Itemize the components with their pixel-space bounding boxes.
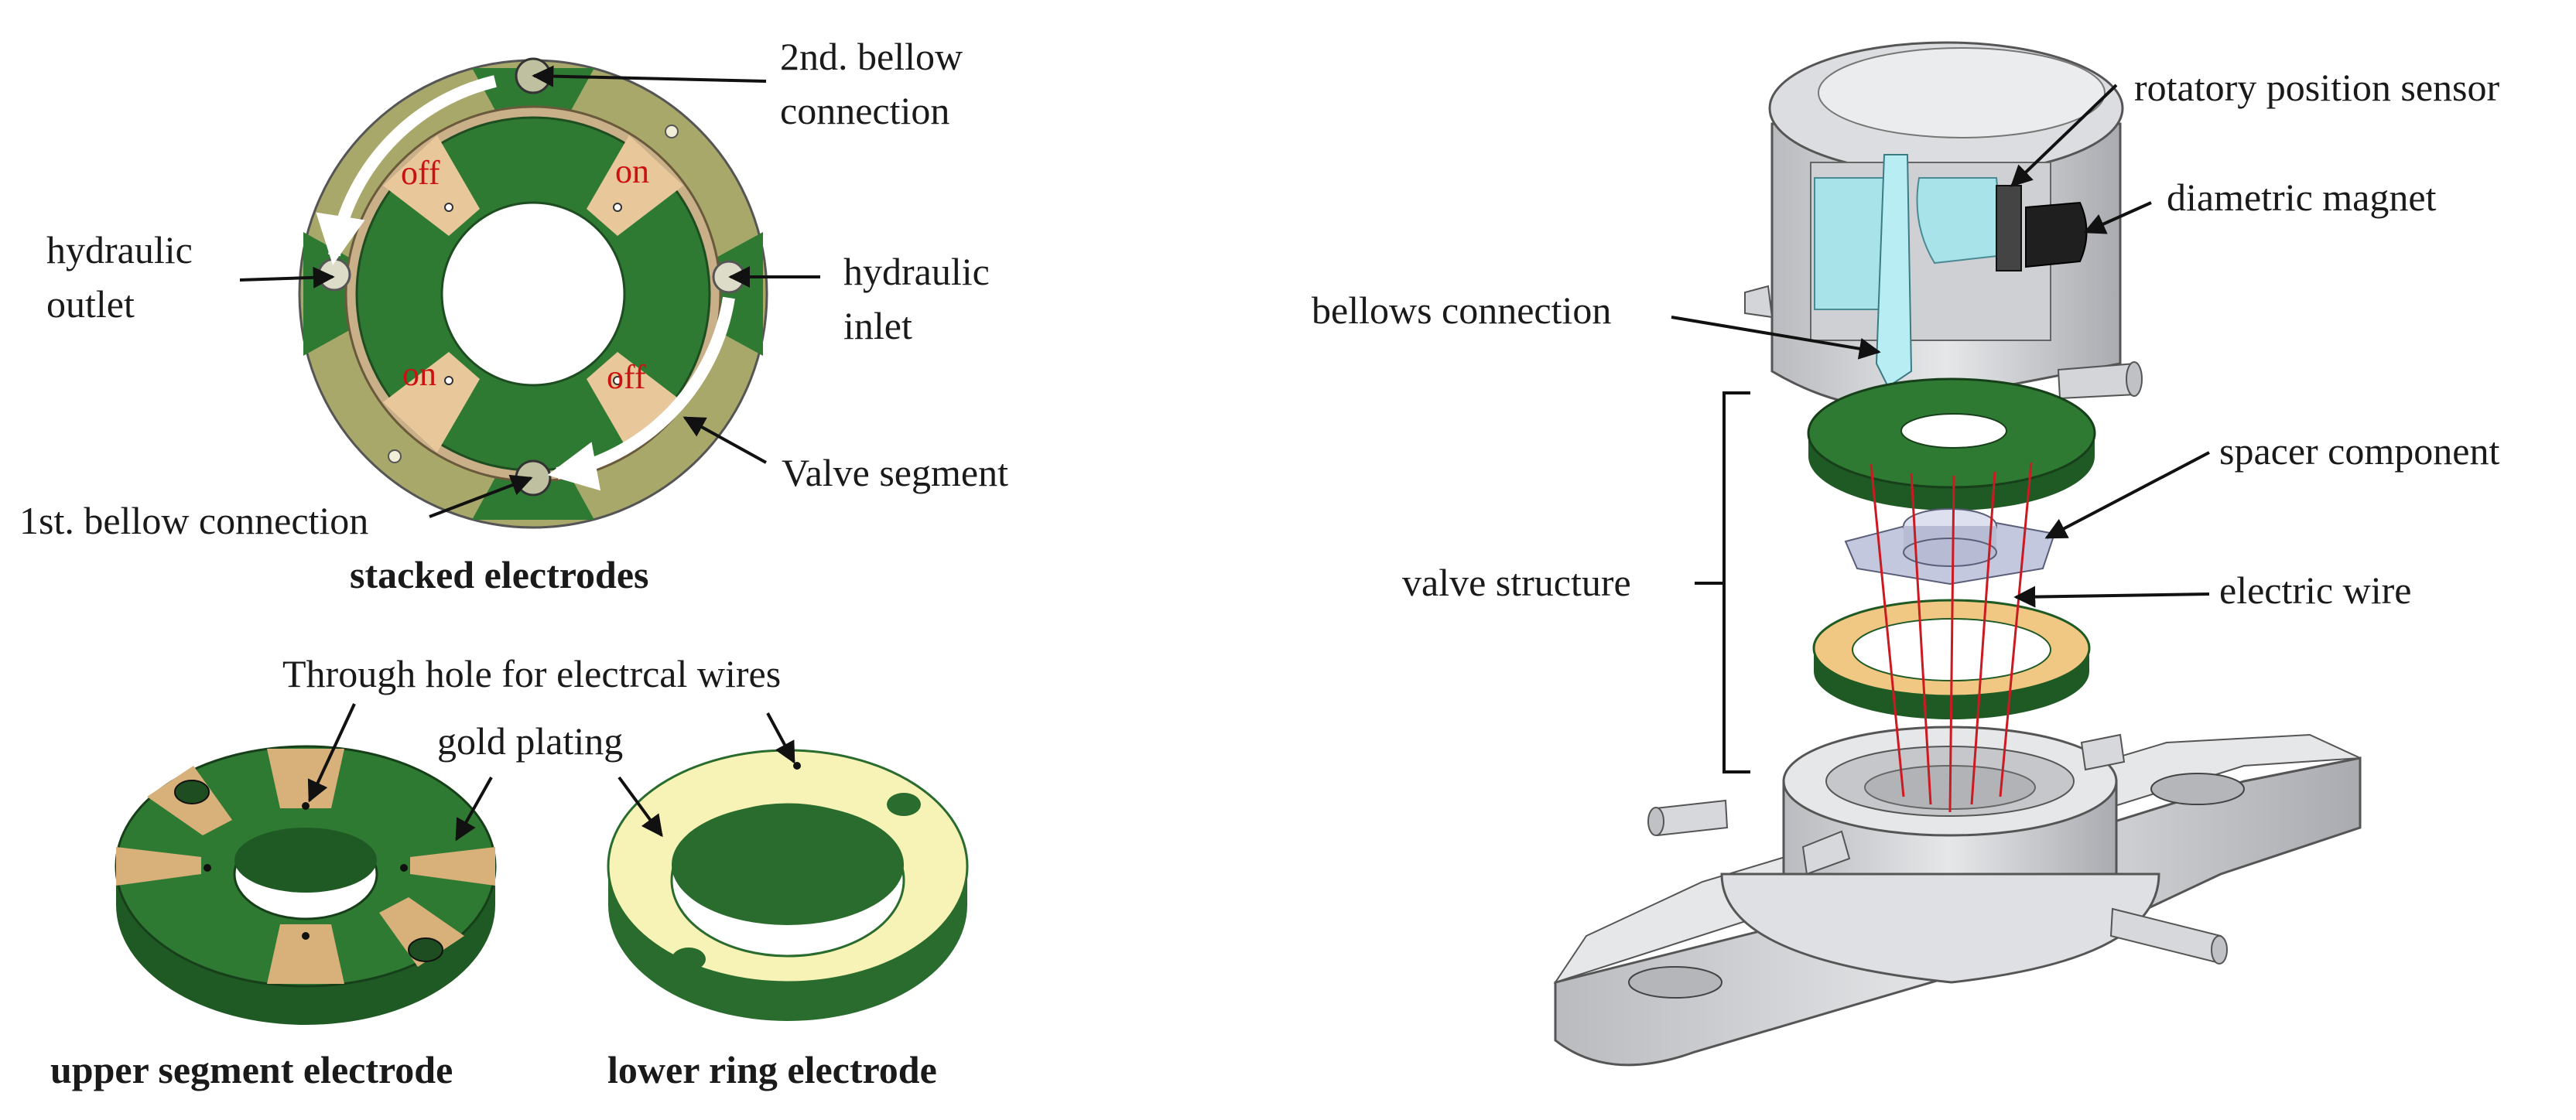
leader-spacer [2044, 451, 2210, 539]
leader-gold-1 [455, 777, 493, 842]
pcb-disc-hole [1900, 413, 2007, 449]
top-housing-cap-top [1818, 47, 2106, 138]
leader-2nd-bellow [532, 65, 767, 87]
left-pipe [1744, 285, 1774, 319]
wire-hole [613, 376, 622, 385]
label-spacer: spacer component [2219, 429, 2499, 473]
leader-bellows [1671, 316, 1881, 360]
center-hole [440, 201, 626, 387]
gold-segment-tl [383, 135, 480, 236]
upper-gold-tab [410, 847, 495, 886]
wire-hole [400, 864, 408, 872]
wire-hole [613, 203, 622, 212]
electric-wire [1999, 462, 2033, 797]
label-outlet-line2: outlet [46, 282, 135, 326]
gold-segment-tr [587, 135, 683, 236]
wire-hole [302, 802, 310, 810]
base-pipe-right-end [2211, 935, 2228, 965]
stacked-electrodes-figure: off on on off 2nd. bellow connection hyd… [19, 35, 1008, 596]
base-mount-hole-left [1628, 966, 1722, 999]
wire-hole [302, 932, 310, 940]
label-1st-bellow: 1st. bellow connection [19, 499, 368, 542]
label-magnet: diametric magnet [2167, 176, 2437, 219]
segment-label-off-top: off [401, 154, 440, 192]
lower-ring-electrode [607, 749, 969, 1021]
fluid-chamber-right [1916, 177, 2006, 265]
leader-gold-2 [617, 776, 663, 838]
label-2nd-bellow-line2: connection [780, 89, 949, 132]
gold-segment-br [587, 352, 683, 452]
stacked-electrodes-title: stacked electrodes [350, 553, 648, 596]
base-pipe-back [2080, 733, 2126, 771]
right-pipe [2057, 362, 2136, 400]
upper-electrode-hole-wall [234, 828, 377, 893]
mount-hole [672, 948, 706, 971]
label-inlet-line1: hydraulic [843, 250, 990, 293]
label-through-hole: Through hole for electrcal wires [282, 652, 781, 695]
leader-through-hole-2 [766, 712, 795, 764]
spacer-boss-bottom [1903, 538, 1997, 567]
label-wire: electric wire [2219, 569, 2411, 612]
upper-gold-tab [267, 749, 344, 808]
bottom-port-hole [515, 459, 552, 497]
flow-arrow-left [316, 75, 497, 265]
electric-wire [1948, 475, 1955, 813]
upper-gold-tab [116, 847, 201, 886]
segment-label-off-bottom: off [607, 358, 646, 396]
electric-wire [1910, 473, 1932, 805]
electric-wire [1870, 463, 1905, 797]
wire-hole [204, 864, 211, 872]
leader-outlet [239, 266, 335, 289]
label-bellows: bellows connection [1312, 289, 1611, 332]
segment-label-on-top: on [615, 152, 649, 190]
leader-1st-bellow [429, 474, 533, 518]
base-pipe-right [2109, 907, 2222, 965]
diametric-magnet [2025, 201, 2088, 268]
leader-magnet [2083, 201, 2152, 234]
label-gold-plating: gold plating [437, 719, 623, 763]
lower-electrode-title: lower ring electrode [607, 1048, 937, 1091]
electrode-annotations: Through hole for electrcal wires gold pl… [50, 652, 937, 1091]
label-inlet-line2: inlet [843, 304, 912, 347]
mount-hole [408, 937, 443, 962]
exploded-assembly: rotatory position sensor diametric magne… [1312, 41, 2500, 1067]
upper-gold-tab [267, 924, 344, 984]
wire-hole [444, 203, 453, 212]
wire-hole [444, 376, 453, 385]
flow-arrow-right [547, 296, 735, 491]
label-outlet-line1: hydraulic [46, 228, 193, 271]
base-pipe-left [1654, 799, 1729, 837]
upper-segment-electrode [115, 745, 497, 1025]
label-sensor: rotatory position sensor [2134, 66, 2500, 109]
label-valve-segment: Valve segment [782, 451, 1008, 494]
bellows-connector [1875, 154, 1913, 388]
mount-hole [887, 793, 921, 816]
gold-segment-bl [383, 352, 480, 452]
segment-label-on-bottom: on [402, 355, 436, 393]
valve-structure-bracket [1722, 391, 1750, 773]
leader-sensor [2010, 84, 2118, 187]
leader-valve-segment [682, 416, 767, 464]
base-pipe-front [1801, 830, 1851, 876]
leader-through-hole-1 [307, 703, 356, 803]
wire-hole [793, 762, 801, 770]
lower-electrode-hole-wall [672, 804, 904, 925]
position-sensor [1996, 185, 2022, 271]
right-pipe-end [2126, 361, 2143, 397]
electric-wire [1970, 471, 1996, 805]
small-hole [388, 449, 402, 463]
label-valve-structure: valve structure [1402, 561, 1631, 604]
label-2nd-bellow-line1: 2nd. bellow [780, 35, 963, 78]
base-mount-hole-right [2150, 773, 2245, 805]
leader-wire [2013, 586, 2210, 608]
small-hole [665, 125, 679, 138]
base-pipe-left-end [1647, 807, 1664, 836]
outlet-hole [317, 258, 351, 292]
mount-hole [174, 780, 210, 804]
upper-electrode-title: upper segment electrode [50, 1048, 453, 1091]
